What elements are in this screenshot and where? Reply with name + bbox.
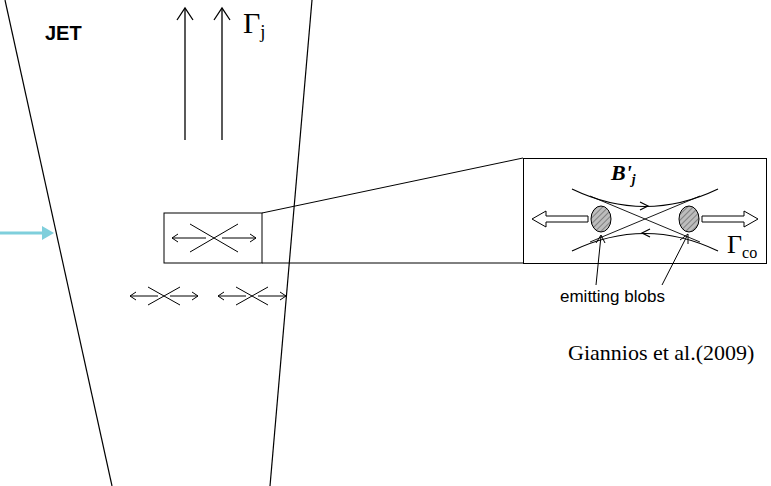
field-lines: [572, 189, 718, 251]
flow-arrows: [177, 8, 230, 140]
zoom-lines: [262, 158, 523, 263]
jet-outline: [0, 0, 320, 486]
pointer-arrow: [0, 226, 54, 240]
emitting-blob: [591, 206, 699, 232]
current-sheet: [590, 196, 700, 242]
field-label: B'j: [611, 160, 636, 185]
jet-label: JET: [45, 22, 82, 45]
leader-arrows: [596, 234, 688, 285]
comoving-lorentz-factor: Γco: [727, 230, 757, 260]
jet-cone: JET Γj: [0, 0, 320, 486]
lorentz-factor: Γj: [243, 6, 266, 41]
reconnection-region: [164, 213, 262, 263]
citation: Giannios et al.(2009): [568, 340, 754, 365]
callout-label: emitting blobs: [560, 287, 665, 307]
zoom-box: B'jΓco: [523, 158, 767, 264]
jet-edge: [5, 0, 112, 486]
reconnection-site: [130, 287, 198, 305]
jet-edge: [270, 0, 312, 486]
reconnection-site: [218, 287, 286, 305]
blob-outflow-arrows: [532, 211, 758, 227]
